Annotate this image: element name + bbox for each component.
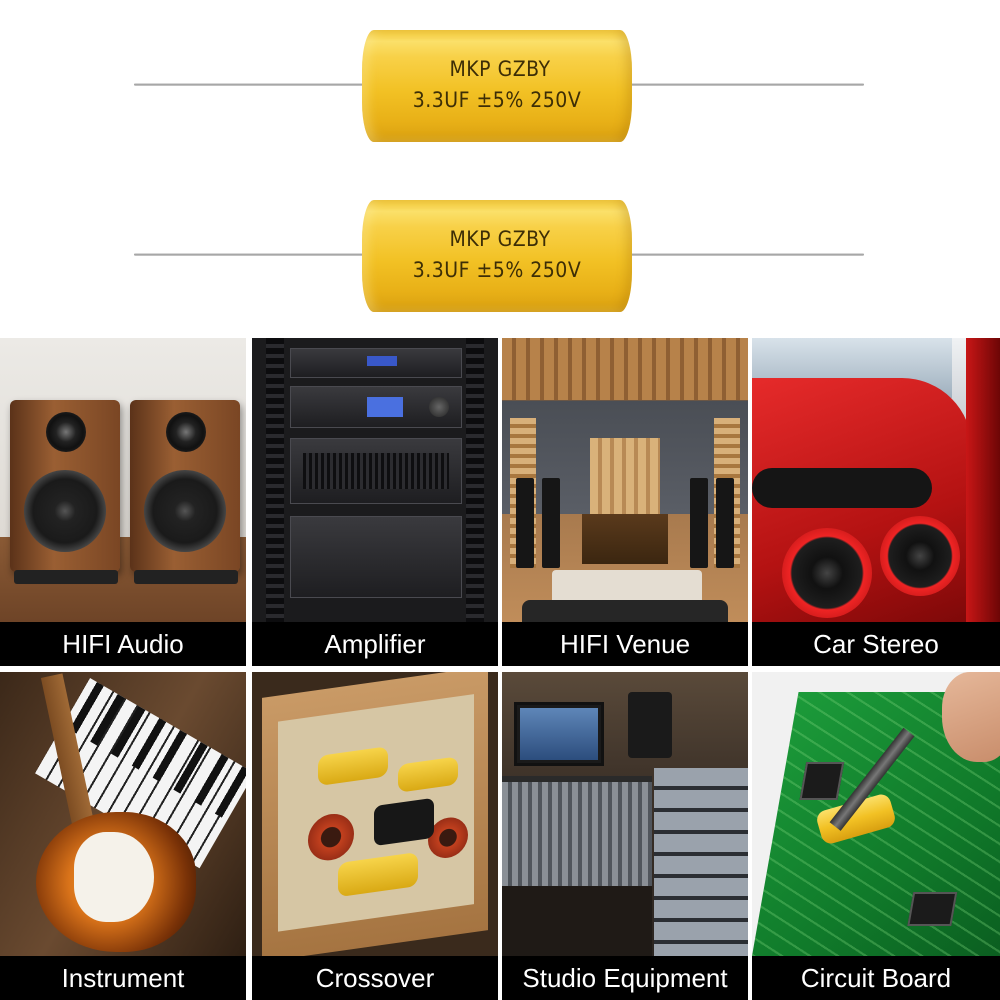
wooden-box: [262, 672, 488, 956]
capacitor-spec-text: 3.3UF ±5% 250V: [412, 258, 582, 282]
floor-speaker: [716, 478, 734, 568]
rack-unit: [290, 386, 462, 428]
application-label: HIFI Venue: [502, 622, 748, 666]
capacitor-lead-right: [628, 253, 864, 256]
computer-monitor: [514, 702, 604, 766]
rack-display: [367, 397, 403, 417]
hand: [942, 672, 1000, 762]
application-tile-amplifier: Amplifier: [252, 338, 498, 666]
application-label: Studio Equipment: [502, 956, 748, 1000]
power-amplifier-unit: [290, 516, 462, 598]
application-label: Instrument: [0, 956, 246, 1000]
sofa: [522, 600, 728, 622]
car-speaker: [880, 516, 960, 596]
audio-console: [582, 514, 668, 564]
rack-unit: [290, 348, 462, 378]
ic-chip: [799, 762, 845, 800]
car-speaker: [782, 528, 872, 618]
application-tile-circuit-board: Circuit Board: [752, 672, 1000, 1000]
application-tile-car-stereo: Car Stereo: [752, 338, 1000, 666]
capacitor-1: MKP GZBY 3.3UF ±5% 250V: [0, 26, 1000, 146]
mixing-console: [502, 776, 652, 892]
capacitor-model-text: MKP GZBY: [449, 57, 551, 81]
capacitor-lead-left: [134, 83, 366, 86]
capacitor-body: MKP GZBY 3.3UF ±5% 250V: [362, 30, 632, 142]
capacitor-body: MKP GZBY 3.3UF ±5% 250V: [362, 200, 632, 312]
capacitor-model-text: MKP GZBY: [449, 227, 551, 251]
floor-speaker: [542, 478, 560, 568]
application-tile-instrument: Instrument: [0, 672, 246, 1000]
inductor-coil: [428, 814, 468, 861]
pcb-soldering-photo: [752, 672, 1000, 956]
floor-speaker: [690, 478, 708, 568]
speaker-stand: [134, 570, 238, 584]
guitar-keyboard-photo: [0, 672, 246, 956]
recording-studio-photo: [502, 672, 748, 956]
woofer: [24, 470, 106, 552]
capacitor-spec-text: 3.3UF ±5% 250V: [412, 88, 582, 112]
power-amplifier-unit: [290, 438, 462, 504]
capacitor: [338, 851, 418, 898]
hifi-speakers-photo: [0, 338, 246, 622]
crossover-board-photo: [252, 672, 498, 956]
bookshelf-speaker-right: [130, 400, 240, 572]
tweeter: [166, 412, 206, 452]
application-label: Car Stereo: [752, 622, 1000, 666]
car-door-speakers-photo: [752, 338, 1000, 622]
inductor-coil: [308, 810, 354, 864]
bookshelf-speaker-left: [10, 400, 120, 572]
speaker-stand: [14, 570, 118, 584]
capacitor-2: MKP GZBY 3.3UF ±5% 250V: [0, 196, 1000, 316]
rack-display: [367, 356, 397, 366]
application-tile-studio-equipment: Studio Equipment: [502, 672, 748, 1000]
car-door-panel: [752, 378, 972, 622]
ic-chip: [907, 892, 958, 926]
amplifier-rack-photo: [252, 338, 498, 622]
application-label: Amplifier: [252, 622, 498, 666]
product-image-area: MKP GZBY 3.3UF ±5% 250V MKP GZBY 3.3UF ±…: [0, 0, 1000, 338]
door-handle-trim: [752, 468, 932, 508]
application-tile-crossover: Crossover: [252, 672, 498, 1000]
tweeter: [46, 412, 86, 452]
capacitor: [318, 746, 388, 787]
volume-knob: [429, 397, 449, 417]
car-pillar: [966, 338, 1000, 622]
wood-ceiling: [502, 338, 748, 400]
application-tile-hifi-audio: HIFI Audio: [0, 338, 246, 666]
guitar-pickguard: [74, 832, 154, 922]
listening-room-photo: [502, 338, 748, 622]
application-label: HIFI Audio: [0, 622, 246, 666]
amplifier-vents: [303, 453, 449, 489]
application-label: Crossover: [252, 956, 498, 1000]
mixer-base: [502, 886, 652, 956]
outboard-rack: [654, 768, 748, 956]
rack-rail: [466, 338, 484, 622]
capacitor-lead-left: [134, 253, 366, 256]
application-grid: HIFI Audio Amplifier: [0, 338, 1000, 1000]
application-label: Circuit Board: [752, 956, 1000, 1000]
capacitor: [398, 756, 458, 793]
crossover-board: [278, 694, 474, 932]
woofer: [144, 470, 226, 552]
electrolytic-capacitor: [374, 797, 434, 847]
floor-speaker: [516, 478, 534, 568]
studio-monitor-speaker: [628, 692, 672, 758]
rack-rail: [266, 338, 284, 622]
monitor-screen: [520, 708, 598, 760]
application-tile-hifi-venue: HIFI Venue: [502, 338, 748, 666]
capacitor-lead-right: [628, 83, 864, 86]
